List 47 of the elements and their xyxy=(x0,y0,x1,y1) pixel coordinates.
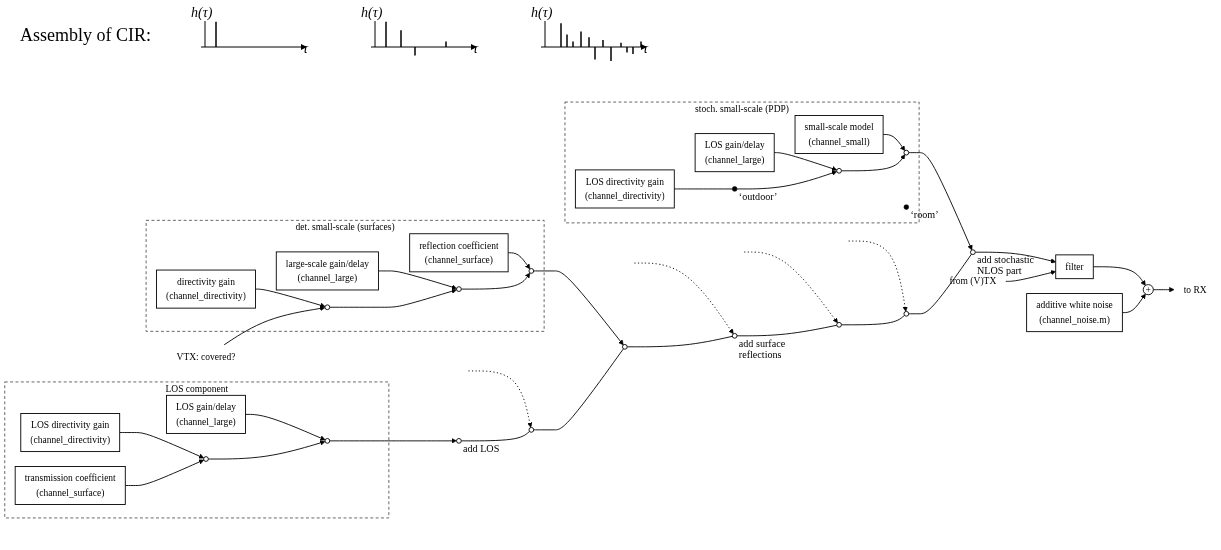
node-circle xyxy=(324,304,331,311)
node-box: directivity gain (channel_directivity) xyxy=(156,269,256,309)
connector xyxy=(673,188,733,190)
connector xyxy=(533,348,624,431)
node-circle: + xyxy=(1142,284,1154,296)
node-box: large-scale gain/delay (channel_large) xyxy=(275,251,379,291)
diagram-label: Assembly of CIR: xyxy=(20,24,151,46)
axis-label: h(τ) xyxy=(531,5,553,21)
node-box: LOS directivity gain (channel_directivity) xyxy=(574,169,675,209)
node-circle xyxy=(836,321,842,328)
node-circle xyxy=(528,427,535,433)
node-text: to RX xyxy=(1183,284,1207,295)
node-box: small-scale model (channel_small) xyxy=(794,115,884,154)
node-circle xyxy=(731,333,738,339)
node-circle xyxy=(324,438,331,444)
node-circle xyxy=(903,149,910,156)
node-circle xyxy=(836,167,842,174)
node-box: LOS gain/delay (channel_large) xyxy=(166,394,246,434)
node-circle xyxy=(528,268,535,274)
connector xyxy=(908,253,972,315)
node-box: LOS gain/delay (channel_large) xyxy=(694,133,775,173)
node-caption: add stochastic NLOS part xyxy=(977,254,1035,277)
node-box: LOS directivity gain (channel_directivity) xyxy=(20,413,121,453)
node-caption: ‘room’ xyxy=(910,209,939,221)
node-circle xyxy=(622,344,628,350)
node-circle xyxy=(456,286,462,292)
connector xyxy=(841,314,905,326)
node-text: from (V)TX xyxy=(949,276,997,287)
axis-label: h(τ) xyxy=(361,5,383,21)
node-caption: add surface reflections xyxy=(738,338,786,360)
node-caption: add LOS xyxy=(463,443,500,455)
node-circle xyxy=(903,204,909,210)
node-box: additive white noise (channel_noise.m) xyxy=(1026,293,1123,333)
node-circle xyxy=(203,456,209,462)
node-box: filter xyxy=(1055,254,1094,280)
node-caption: ‘outdoor’ xyxy=(738,191,778,203)
node-circle xyxy=(970,249,976,255)
node-box: transmission coefficient (channel_surface) xyxy=(14,466,126,505)
node-circle xyxy=(732,186,738,192)
node-text: VTX: covered? xyxy=(176,351,236,362)
node-circle xyxy=(456,438,462,444)
node-box: reflection coefficient (channel_surface) xyxy=(409,233,509,273)
axis-label: h(τ) xyxy=(191,5,213,21)
connector xyxy=(626,335,733,348)
connector xyxy=(736,324,838,337)
node-circle xyxy=(903,310,910,317)
connector xyxy=(460,430,530,442)
